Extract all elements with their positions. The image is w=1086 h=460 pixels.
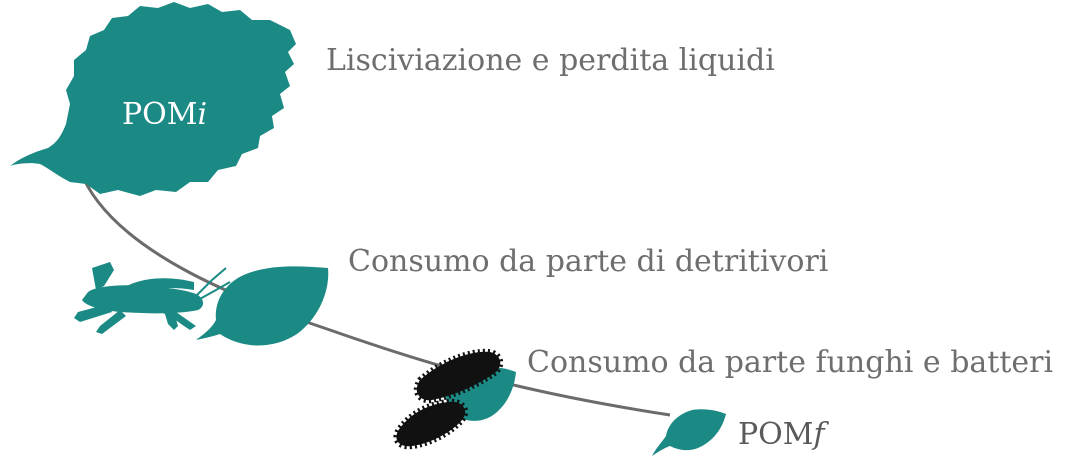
pom-final-label: POMf [738,420,825,450]
decay-curve [78,169,671,417]
microbes-label: Consumo da parte funghi e batteri [527,345,1054,380]
pom-final-suffix: f [813,417,825,452]
tiny-leaf-icon [652,409,726,456]
detritivores-label: Consumo da parte di detritivori [348,244,829,279]
pom-final-base: POM [738,417,814,452]
leaching-label: Lisciviazione e perdita liquidi [326,43,775,78]
pom-initial-base: POM [122,97,198,132]
large-leaf-icon [10,2,296,196]
larva-icon [393,348,504,450]
pom-initial-label: POMi [122,100,207,130]
pom-initial-suffix: i [197,97,208,132]
grasshopper-icon [74,262,231,334]
medium-leaf-icon [196,266,329,346]
